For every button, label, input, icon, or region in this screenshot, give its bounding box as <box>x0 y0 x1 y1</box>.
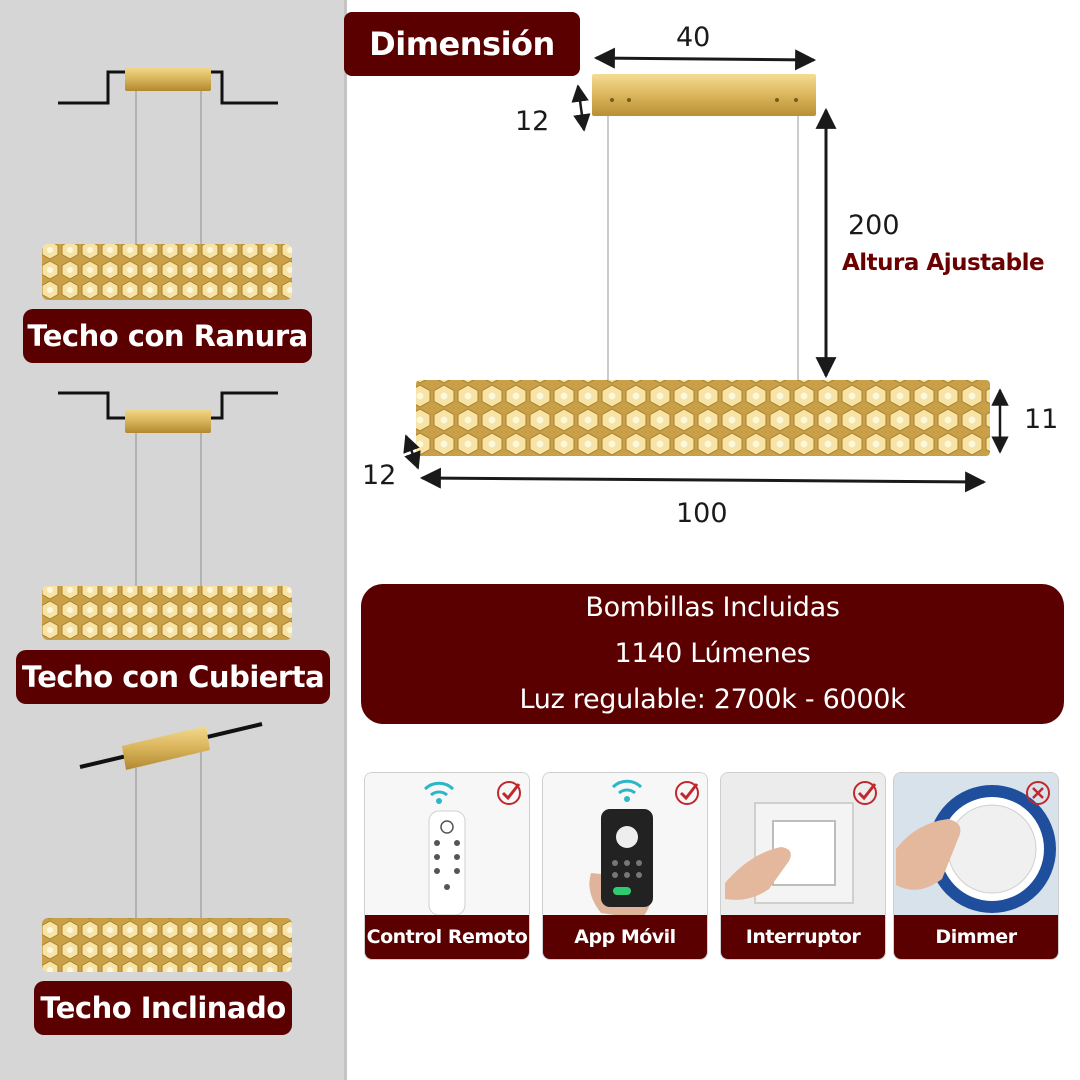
mount-cover-illustration <box>42 391 292 640</box>
control-card-app: App Móvil <box>542 772 708 960</box>
control-label-dimmer: Dimmer <box>894 915 1058 959</box>
panel-divider <box>344 0 347 1080</box>
mount-illustrations <box>42 67 292 972</box>
wall-switch-icon <box>721 773 885 919</box>
dim-top-width: 40 <box>676 22 711 53</box>
control-label-switch: Interruptor <box>721 915 885 959</box>
supported-check-icon <box>497 781 521 805</box>
control-label-remote: Control Remoto <box>365 915 529 959</box>
dim-cable-length: 200 <box>848 210 900 241</box>
control-card-remote: Control Remoto <box>364 772 530 960</box>
spec-lumens: 1140 Lúmenes <box>614 638 811 669</box>
control-card-switch: Interruptor <box>720 772 886 960</box>
adjustable-height-label: Altura Ajustable <box>842 250 1045 276</box>
dim-body-height: 11 <box>1024 404 1059 435</box>
mount-label-sloped: Techo Inclinado <box>34 981 292 1035</box>
mount-types-panel <box>0 0 346 1080</box>
dim-body-depth: 12 <box>362 460 397 491</box>
dimmer-knob-icon <box>894 773 1058 919</box>
supported-check-icon <box>853 781 877 805</box>
mount-label-cover: Techo con Cubierta <box>16 650 330 704</box>
unsupported-cross-icon <box>1026 781 1050 805</box>
supported-check-icon <box>675 781 699 805</box>
mount-sloped-illustration <box>42 722 292 972</box>
spec-bulbs: Bombillas Incluidas <box>585 592 840 623</box>
specs-box: Bombillas Incluidas 1140 Lúmenes Luz reg… <box>361 584 1064 724</box>
lamp-body <box>416 380 990 456</box>
remote-control-icon <box>365 773 529 919</box>
control-label-app: App Móvil <box>543 915 707 959</box>
control-card-dimmer: Dimmer <box>893 772 1059 960</box>
mount-label-groove: Techo con Ranura <box>23 309 312 363</box>
mount-groove-illustration <box>42 67 292 300</box>
canopy <box>592 74 816 116</box>
smartphone-app-icon <box>543 773 707 919</box>
dimension-title: Dimensión <box>344 12 580 76</box>
dim-canopy-height: 12 <box>515 106 550 137</box>
dim-body-length: 100 <box>676 498 728 529</box>
spec-dimmable: Luz regulable: 2700k - 6000k <box>519 684 906 715</box>
